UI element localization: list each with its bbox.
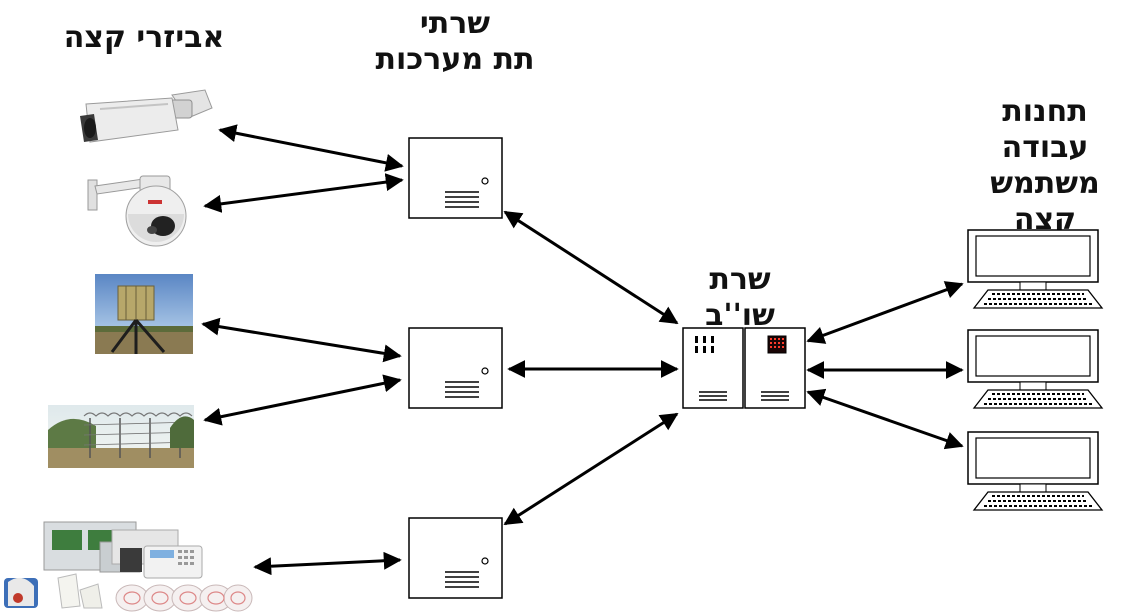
perimeter-fence-image: [48, 405, 195, 468]
link-bullet-camera-server-1: [218, 124, 404, 172]
alarm-control-panel-image: [4, 521, 253, 612]
workstation-2: [967, 329, 1104, 409]
link-server-1-central: [503, 210, 679, 325]
workstation-3: [967, 431, 1104, 511]
workstations-label-line-1: תחנות: [1002, 94, 1088, 129]
central-server-heading: שרת שו''ב: [680, 262, 800, 334]
workstations-heading: תחנות עבודה משתמש קצה: [960, 94, 1130, 238]
edge-devices-heading: אביזרי קצה: [30, 20, 258, 56]
link-server-3-central: [503, 412, 679, 526]
workstations-label-line-2: עבודה: [1001, 130, 1089, 165]
central-server-label-line-2: שו''ב: [705, 298, 775, 333]
workstations-label-line-3: משתמש: [990, 166, 1100, 201]
radar-sensor-image: [95, 274, 193, 354]
central-server-vent-grid: [695, 336, 714, 353]
central-server-label-line-1: שרת: [709, 262, 771, 297]
link-central-workstation-3: [806, 388, 964, 450]
ptz-dome-camera-icon: [87, 175, 187, 247]
subsystem-servers-heading: שרתי תת מערכות: [330, 6, 580, 78]
link-dome-camera-server-1: [203, 173, 404, 213]
subsystem-server-1: [408, 137, 503, 219]
subsystem-servers-label-line-1: שרתי: [419, 6, 491, 41]
central-server-indicator-panel: [767, 335, 787, 354]
link-alarm-panel-server-3: [253, 551, 402, 576]
subsystem-server-3: [408, 517, 503, 599]
edge-devices-label: אביזרי קצה: [63, 20, 225, 55]
subsystem-servers-label-line-2: תת מערכות: [375, 42, 535, 77]
central-server: [682, 327, 806, 409]
link-central-workstation-1: [806, 281, 964, 344]
link-radar-server-2: [201, 317, 402, 363]
bullet-camera-icon: [80, 89, 213, 143]
workstation-1: [967, 229, 1104, 309]
link-fence-server-2: [203, 374, 402, 426]
subsystem-server-2: [408, 327, 503, 409]
